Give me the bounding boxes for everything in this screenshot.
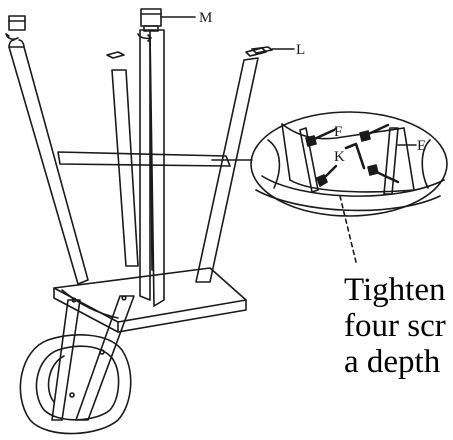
instruction-line-2: four scr (344, 308, 446, 344)
seat-plate (53, 267, 247, 333)
lower-leg-support (51, 295, 135, 421)
label-f: F (334, 124, 342, 140)
detail-magnifier (250, 111, 448, 217)
instruction-line-1: Tighten (344, 272, 446, 308)
leg-left (8, 39, 89, 285)
screw-lower-left (316, 164, 338, 187)
label-l: L (296, 42, 305, 58)
cross-bar (57, 151, 253, 167)
instruction-line-3: a depth (344, 344, 441, 380)
allen-key (344, 142, 366, 170)
screw-top-right (359, 123, 390, 142)
foot-cap-left (5, 15, 26, 40)
marker-l (251, 46, 295, 54)
leg-right (195, 47, 267, 283)
foot-cap-m (137, 8, 162, 42)
screw-f (305, 128, 336, 147)
instruction-text: Tighten four scr a depth (344, 272, 453, 380)
label-m: M (199, 10, 212, 26)
leader-f (333, 127, 337, 131)
screw-lower-right (367, 164, 400, 184)
label-e: E (417, 138, 426, 154)
leg-center-back (106, 51, 139, 267)
dashed-leader (339, 195, 357, 263)
leg-front-tall (139, 29, 165, 307)
label-k: K (334, 149, 345, 165)
